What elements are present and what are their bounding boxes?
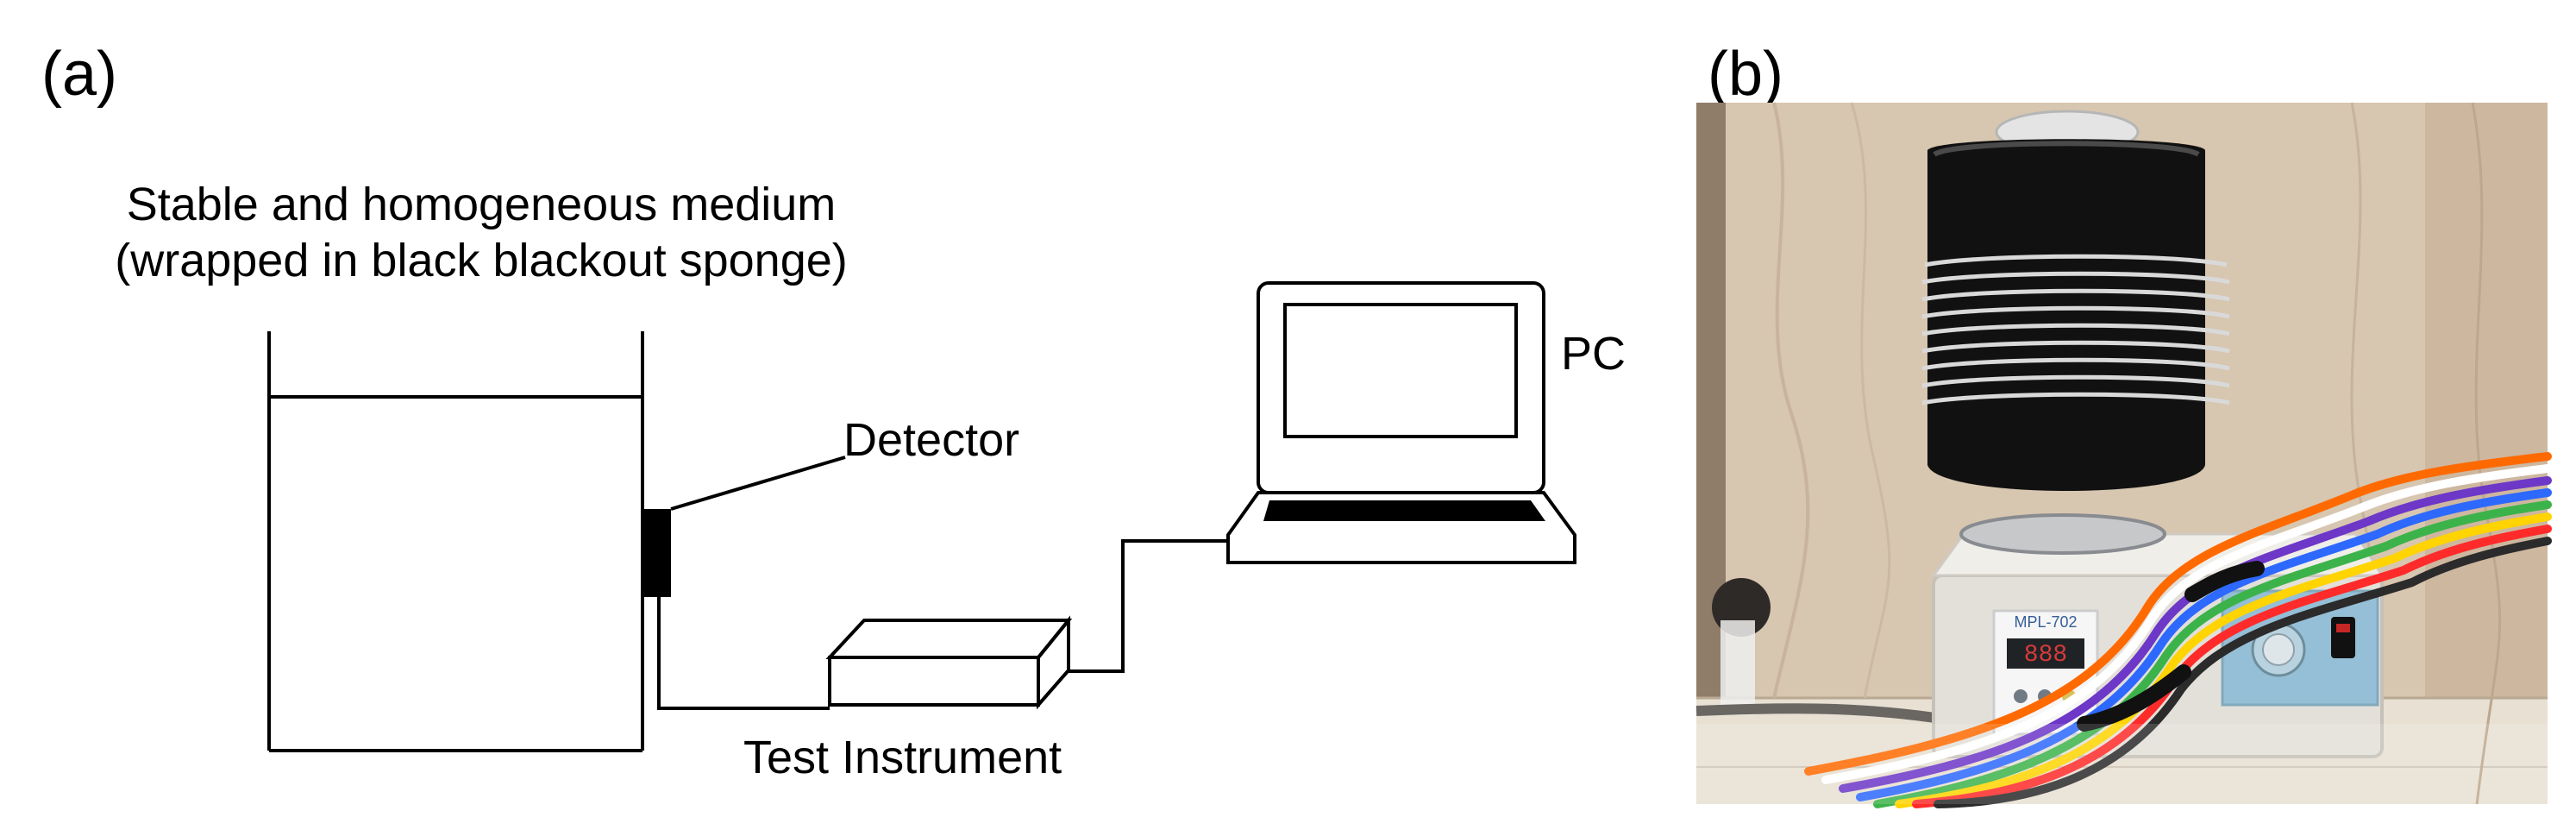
wood-grain-2 [1850, 102, 1891, 699]
cylinder-top-light [1933, 141, 2200, 157]
panel-label-b: (b) [1708, 40, 1783, 109]
device-brand-text: MPL-702 [2014, 613, 2077, 631]
instrument-pc-cable [1069, 539, 1228, 673]
cylinder-sponge [1927, 139, 2205, 491]
experimental-setup-photo: 888 MPL-702 [1695, 102, 2552, 808]
foreground-shadow [1696, 724, 2548, 804]
device-display [2007, 638, 2084, 669]
medium-container [267, 331, 644, 752]
wall-right-panel [2425, 103, 2548, 804]
pc-screen-inner [1283, 303, 1518, 438]
pc-label: PC [1561, 328, 1626, 380]
colorful-cables [1804, 452, 2552, 808]
detector-leader-line [670, 456, 846, 511]
schematic-diagram [267, 281, 1576, 752]
device-switch-indicator [2336, 624, 2350, 632]
device-display-text: 888 [2024, 642, 2067, 669]
panel-label-a: (a) [41, 40, 117, 109]
pc-laptop [1226, 281, 1576, 564]
test-instrument-label: Test Instrument [743, 732, 1062, 783]
pc-base [1226, 491, 1576, 564]
detector-label: Detector [843, 414, 1020, 466]
device-switch [2331, 617, 2355, 658]
pc-keyboard [1263, 500, 1545, 521]
detector-cable [657, 597, 830, 710]
elastic-band [1921, 254, 2230, 405]
cylinder-platform [1959, 513, 2166, 555]
detector-block [642, 509, 671, 597]
medium-label-line-2: (wrapped in black blackout sponge) [115, 234, 848, 286]
pc-screen-outer [1257, 281, 1545, 494]
medium-label: Stable and homogeneous medium (wrapped i… [41, 177, 921, 289]
device-knob [2262, 633, 2295, 666]
device-button-1 [2014, 689, 2028, 703]
wood-grain-4 [2471, 102, 2502, 805]
background-object-pale-stand [1720, 620, 1755, 715]
test-instrument-box [825, 615, 1073, 710]
wood-grain-1 [1772, 102, 1810, 699]
medium-label-line-1: Stable and homogeneous medium [126, 179, 837, 230]
